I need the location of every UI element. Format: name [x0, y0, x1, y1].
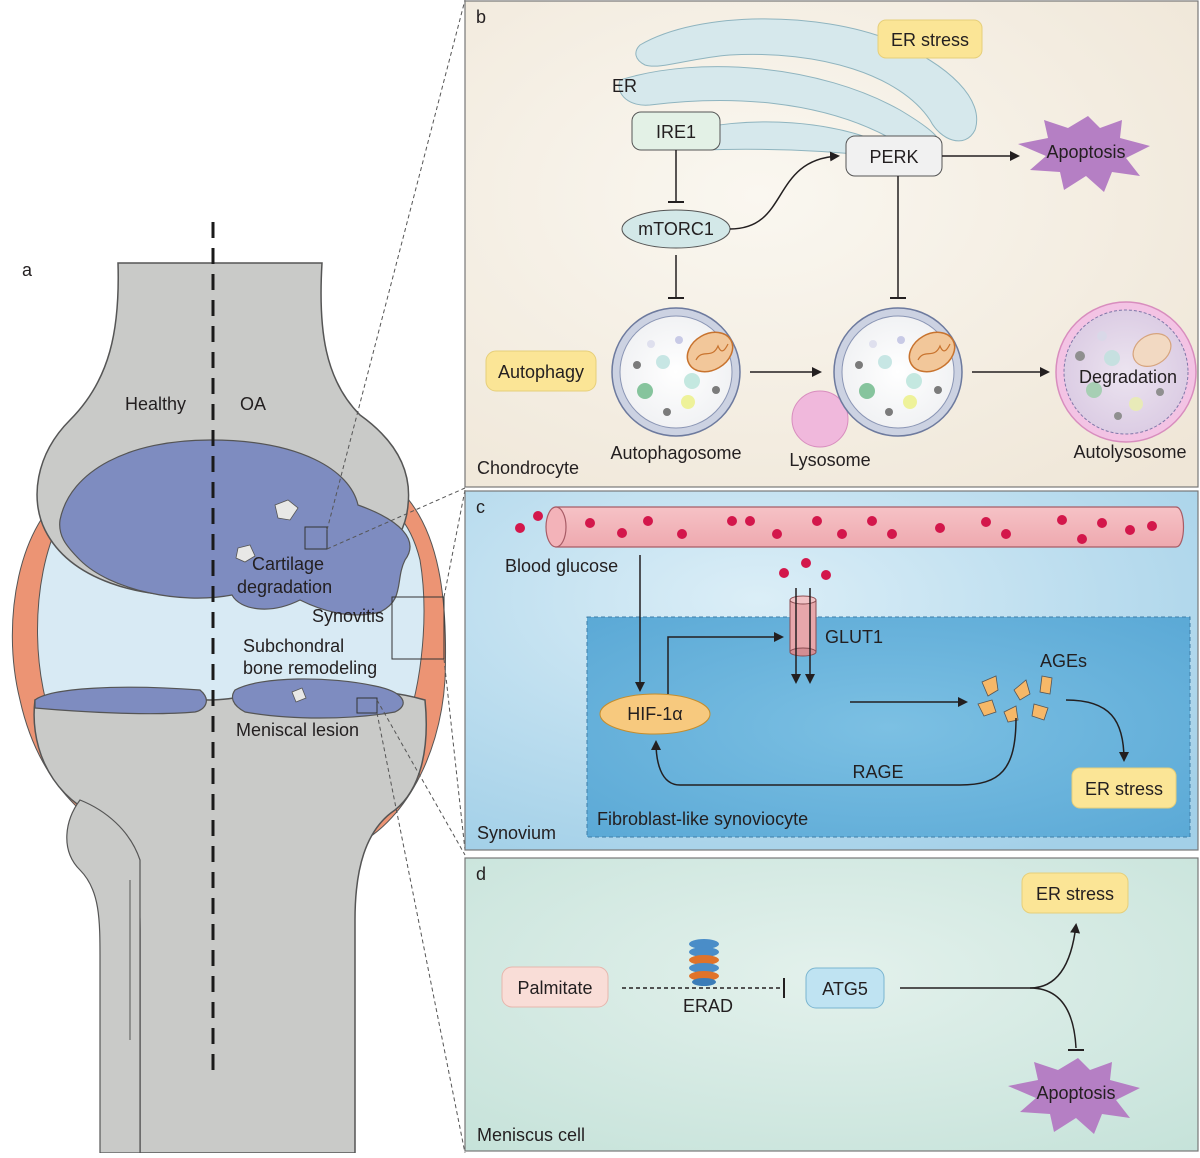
- zoom-line-c-bottom: [443, 658, 466, 851]
- hif1a-ellipse: [599, 693, 711, 735]
- cartilage-fragment-2: [235, 544, 256, 563]
- mtorc1-label: mTORC1: [638, 219, 714, 239]
- lysosome-label: Lysosome: [789, 450, 870, 470]
- palmitate-box: [501, 966, 609, 1008]
- label-cartilage-2: degradation: [237, 577, 332, 597]
- er-stress-label-c: ER stress: [1085, 779, 1163, 799]
- mtorc1-to-perk-arrow: [729, 151, 840, 230]
- ire1-label: IRE1: [656, 122, 696, 142]
- label-cartilage-1: Cartilage: [252, 554, 324, 574]
- apoptosis-starburst-d: [1008, 1058, 1140, 1134]
- perk-label: PERK: [869, 147, 918, 167]
- autolysosome: [1055, 301, 1197, 443]
- panel-b-chondrocyte: b ER stress ER IRE1 PERK Apoptosis mTORC…: [464, 0, 1199, 488]
- zoom-box-meniscus: [356, 697, 378, 714]
- panel-b-letter: b: [476, 7, 486, 27]
- er-stress-badge: [877, 19, 983, 59]
- rage-label: RAGE: [852, 762, 903, 782]
- fusion-vesicle: [833, 307, 963, 437]
- degradation-label: Degradation: [1079, 367, 1177, 387]
- hif-to-glut1-arrow: [667, 632, 784, 694]
- erad-protein-icon: [689, 939, 719, 986]
- apoptosis-label-b: Apoptosis: [1046, 142, 1125, 162]
- palmitate-label: Palmitate: [517, 978, 592, 998]
- zoom-box-synovium: [391, 596, 445, 660]
- tibia-bone: [33, 688, 427, 1154]
- meniscus-cell-label: Meniscus cell: [477, 1125, 585, 1145]
- hif1a-label: HIF-1α: [627, 704, 682, 724]
- label-healthy: Healthy: [125, 394, 186, 414]
- atg5-label: ATG5: [822, 979, 868, 999]
- label-subchondral-1: Subchondral: [243, 636, 344, 656]
- autophagosome: [611, 307, 741, 437]
- cartilage-fragment-1: [274, 499, 299, 521]
- panel-d-meniscus: d ER stress Palmitate ERAD ATG5 Apoptosi…: [464, 857, 1199, 1152]
- panel-a-letter: a: [22, 260, 33, 280]
- label-synovitis: Synovitis: [312, 606, 384, 626]
- ages-molecules: [977, 675, 1053, 723]
- blood-vessel: [545, 506, 1185, 548]
- fibula-bone: [66, 799, 141, 1154]
- autophagy-label: Autophagy: [498, 362, 584, 382]
- label-meniscal: Meniscal lesion: [236, 720, 359, 740]
- rage-feedback-arrow: [651, 717, 1017, 786]
- lysosome: [791, 390, 849, 448]
- label-subchondral-2: bone remodeling: [243, 658, 377, 678]
- bone-fragment: [291, 687, 307, 703]
- atg5-inhibits-apoptosis: [1029, 987, 1077, 1049]
- er-stress-badge-c: [1071, 767, 1177, 809]
- label-oa: OA: [240, 394, 266, 414]
- panel-a-knee: a Healthy OA: [11, 0, 466, 1154]
- tibial-cartilage-oa: [231, 678, 404, 719]
- chondrocyte-label: Chondrocyte: [477, 458, 579, 478]
- glut1-transporter: [789, 595, 817, 657]
- zoom-line-d-top: [376, 699, 466, 856]
- glut1-label: GLUT1: [825, 627, 883, 647]
- tibial-cartilage-healthy: [34, 686, 207, 715]
- autophagy-badge: [485, 350, 597, 392]
- er-stress-label: ER stress: [891, 30, 969, 50]
- ages-to-er-stress-arrow: [1065, 699, 1129, 762]
- panel-d-letter: d: [476, 864, 486, 884]
- er-stress-label-d: ER stress: [1036, 884, 1114, 904]
- apoptosis-starburst-b: [1018, 116, 1150, 192]
- glucose-molecules: [515, 511, 1157, 714]
- panel-c-synovium: c Blood glucose GLUT1: [464, 490, 1199, 851]
- femoral-cartilage: [59, 439, 411, 616]
- ages-label: AGEs: [1040, 651, 1087, 671]
- er-stress-badge-d: [1021, 872, 1129, 914]
- zoom-line-c-top: [443, 489, 466, 598]
- panel-c-letter: c: [476, 497, 485, 517]
- zoom-line-d-bottom: [376, 712, 466, 1154]
- autolysosome-label: Autolysosome: [1073, 442, 1186, 462]
- blood-glucose-label: Blood glucose: [505, 556, 618, 576]
- zoom-line-b-top: [326, 0, 466, 531]
- zoom-box-cartilage: [304, 526, 328, 550]
- apoptosis-label-d: Apoptosis: [1036, 1083, 1115, 1103]
- synovium-label: Synovium: [477, 823, 556, 843]
- erad-label: ERAD: [683, 996, 733, 1016]
- atg5-box: [805, 967, 885, 1009]
- fls-label: Fibroblast-like synoviocyte: [597, 809, 808, 829]
- autophagosome-label: Autophagosome: [610, 443, 741, 463]
- er-label: ER: [612, 76, 637, 96]
